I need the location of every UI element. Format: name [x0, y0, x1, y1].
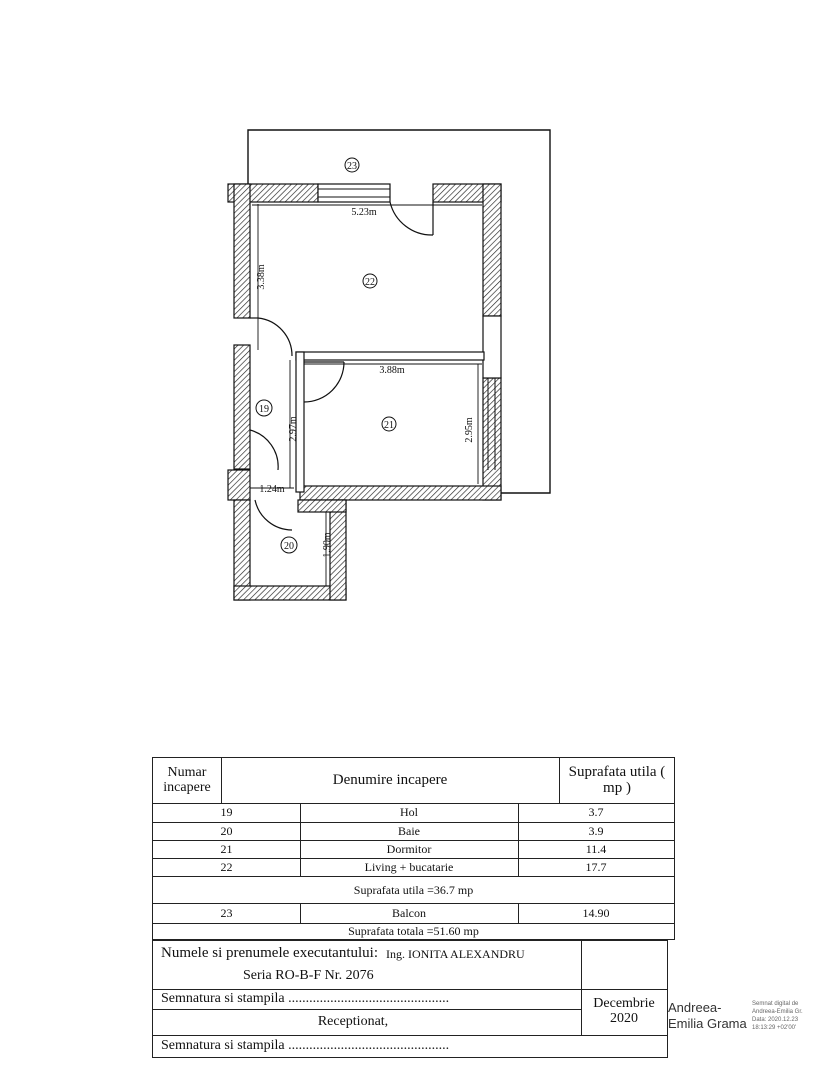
partitions — [295, 351, 485, 493]
row-21-area: 11.4 — [585, 841, 607, 856]
header-number: Numar incapere — [163, 764, 211, 795]
room-22-label: 22 — [365, 277, 375, 288]
row-22-area: 17.7 — [585, 859, 607, 874]
date-cell: Decembrie 2020 — [593, 996, 655, 1026]
room-19-marker — [255, 399, 273, 417]
row-22-name: Living + bucatarie — [364, 859, 454, 874]
header-name: Denumire incapere — [332, 771, 448, 788]
dim-1-90: 1.90m — [322, 532, 333, 558]
room-19-label: 19 — [259, 404, 269, 415]
room-22-marker — [362, 273, 378, 289]
dim-3-88: 3.88m — [379, 365, 405, 376]
executor-series: Seria RO-B-F Nr. 2076 — [243, 967, 374, 983]
row-21-number: 21 — [220, 841, 233, 856]
digital-signer-name: Andreea-Emilia Grama — [668, 1000, 747, 1032]
row-20-area: 3.9 — [588, 823, 604, 838]
room-21-marker — [381, 416, 397, 432]
row-23-area: 14.90 — [582, 906, 610, 921]
row-23-name: Balcon — [392, 906, 426, 921]
dim-3-38: 3.38m — [256, 264, 267, 290]
balcony-table: 23 Balcon 14.90 Suprafata totala =51.60 … — [152, 903, 675, 940]
room-20-label: 20 — [284, 541, 294, 552]
walls — [227, 183, 502, 601]
surface-table: Numar incapere Denumire incapere Suprafa… — [152, 757, 675, 904]
row-19-name: Hol — [400, 805, 418, 820]
row-22-number: 22 — [220, 859, 233, 874]
row-21-name: Dormitor — [386, 841, 432, 856]
room-23-marker — [344, 157, 360, 173]
executor-line: Numele si prenumele executantului: Ing. … — [161, 943, 581, 965]
row-19-number: 19 — [220, 805, 233, 820]
row-19-area: 3.7 — [588, 805, 604, 820]
executor-name: Ing. IONITA ALEXANDRU — [386, 946, 525, 961]
total-row: Suprafata totala =51.60 mp — [348, 923, 479, 938]
dim-2-97: 2.97m — [288, 416, 299, 442]
dim-1-24: 1.24m — [259, 484, 285, 495]
room-20-marker — [280, 536, 298, 554]
executor-label: Numele si prenumele executantului: — [161, 945, 379, 962]
row-20-name: Baie — [398, 823, 420, 838]
dimension-lines — [250, 204, 482, 586]
room-21-label: 21 — [384, 420, 394, 431]
subtotal-row: Suprafata utila =36.7 mp — [353, 882, 474, 897]
floor-plan: 23 22 21 19 20 5.23m 3.88m 1.24m 3.38m 2… — [227, 129, 551, 601]
received-label: Receptionat, — [317, 1013, 389, 1029]
row-23-number: 23 — [220, 906, 233, 921]
dim-2-95: 2.95m — [464, 417, 475, 443]
digital-signature-note: Semnat digital de Andreea-Emilia Gr. Dat… — [752, 1001, 803, 1032]
signature-line-2: Semnatura si stampila ..................… — [161, 1037, 450, 1053]
dim-5-23: 5.23m — [351, 207, 377, 218]
header-area: Suprafata utila ( mp ) — [568, 763, 666, 796]
executor-block: Numele si prenumele executantului: Ing. … — [152, 940, 668, 1058]
windows — [318, 188, 496, 470]
signature-line-1: Semnatura si stampila ..................… — [161, 990, 450, 1006]
balcony-outline — [247, 129, 551, 494]
doors — [249, 201, 434, 531]
room-23-label: 23 — [347, 161, 357, 172]
row-20-number: 20 — [220, 823, 233, 838]
